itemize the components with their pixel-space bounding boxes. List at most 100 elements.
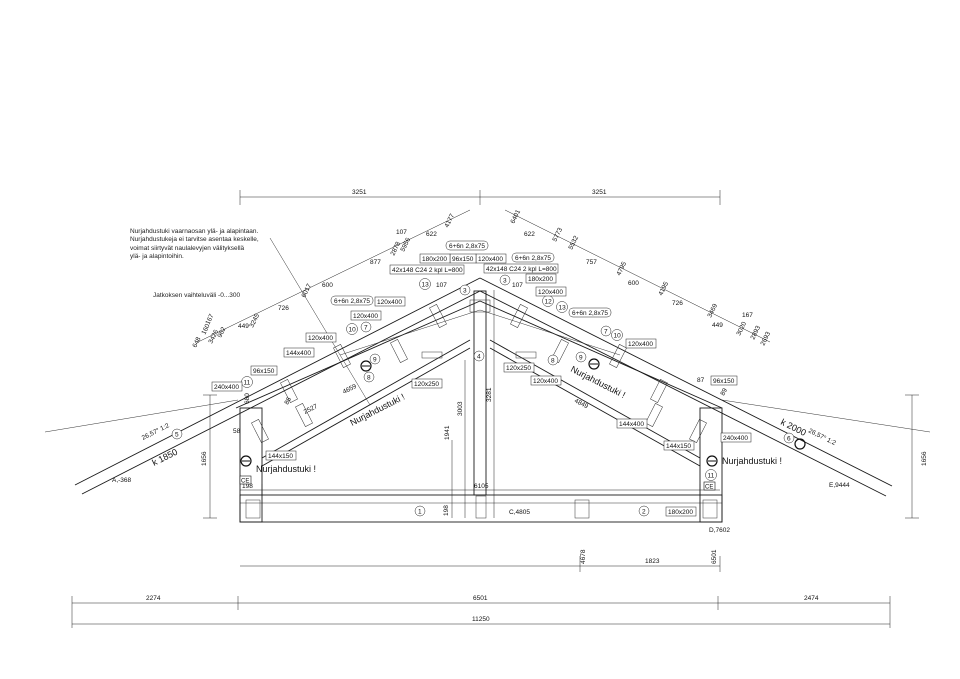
svg-text:9: 9 <box>579 355 583 362</box>
svg-text:1: 1 <box>418 509 422 516</box>
svg-text:180x200: 180x200 <box>668 509 693 516</box>
svg-text:10: 10 <box>349 327 357 334</box>
svg-text:167: 167 <box>205 313 216 326</box>
svg-text:120x400: 120x400 <box>353 313 378 320</box>
member-7a: 7 <box>360 321 372 333</box>
dimension-lines <box>44 190 931 628</box>
member-13a: 13 <box>419 278 431 290</box>
svg-text:6+6n 2,8x75: 6+6n 2,8x75 <box>334 298 370 305</box>
svg-text:680: 680 <box>244 393 251 404</box>
svg-text:449: 449 <box>712 322 723 329</box>
svg-text:4: 4 <box>477 354 481 361</box>
svg-text:58: 58 <box>233 428 241 435</box>
warning-buckling-rot-right: Nurjahdustuki ! <box>569 364 627 400</box>
end-post-right <box>699 407 723 523</box>
svg-text:3281: 3281 <box>486 387 493 402</box>
svg-text:120x400: 120x400 <box>478 256 503 263</box>
svg-text:6+6n 2,8x75: 6+6n 2,8x75 <box>572 310 608 317</box>
dim-right-a: 4678 <box>580 549 587 564</box>
svg-text:5: 5 <box>175 432 179 439</box>
svg-text:600: 600 <box>628 280 639 287</box>
dim-height-left: 1656 <box>201 451 208 466</box>
svg-text:6+6n 2,8x75: 6+6n 2,8x75 <box>449 243 485 250</box>
top-chord-right-lower <box>479 290 887 497</box>
svg-text:3: 3 <box>503 278 507 285</box>
web-left-upper <box>261 339 471 459</box>
dim-inner-span: 6105 <box>474 483 489 490</box>
svg-text:5532: 5532 <box>568 234 581 250</box>
svg-text:7: 7 <box>364 325 368 332</box>
dim-total: 11250 <box>472 616 490 623</box>
plate-labels: 120x400 120x400 120x400 120x400 120x400 … <box>211 240 752 517</box>
dim-height-right: 1656 <box>921 451 928 466</box>
svg-text:180x200: 180x200 <box>422 256 447 263</box>
member-1: 1 <box>414 505 426 517</box>
spacing-left: k 1850 <box>150 447 179 468</box>
dim-right-b: 6501 <box>711 549 718 564</box>
end-post-left <box>239 407 263 523</box>
dim-overhang-left: 2274 <box>146 595 161 602</box>
svg-text:6017: 6017 <box>301 282 314 298</box>
svg-text:42x148 C24 2 kpl L=800: 42x148 C24 2 kpl L=800 <box>392 267 463 274</box>
svg-text:4195: 4195 <box>658 280 671 296</box>
svg-text:13: 13 <box>559 305 567 312</box>
svg-text:144x150: 144x150 <box>268 453 293 460</box>
svg-text:107: 107 <box>396 229 407 236</box>
member-numbers: 1 2 3 3 4 5 6 7 7 8 8 9 9 10 10 11 11 12… <box>171 274 795 517</box>
svg-text:2893: 2893 <box>750 324 763 340</box>
svg-text:120x400: 120x400 <box>308 335 333 342</box>
warning-buckling-rot-left: Nurjahdustuki ! <box>348 392 406 428</box>
warning-buckling-right: Nurjahdustuki ! <box>722 456 782 466</box>
slope-right: 26,57° 1:2 <box>807 427 837 448</box>
svg-text:6: 6 <box>787 436 791 443</box>
svg-text:6+6n 2,8x75: 6+6n 2,8x75 <box>515 255 551 262</box>
king-post <box>473 290 487 496</box>
point-c: C,4805 <box>509 509 530 516</box>
svg-text:757: 757 <box>586 259 597 266</box>
member-6: 6 <box>783 432 795 444</box>
member-10b: 10 <box>611 329 623 341</box>
svg-text:86: 86 <box>284 396 294 406</box>
svg-text:144x150: 144x150 <box>666 443 691 450</box>
web-right-upper <box>489 339 701 459</box>
svg-text:726: 726 <box>672 300 683 307</box>
svg-text:877: 877 <box>370 259 381 266</box>
warning-buckling-left: Nurjahdustuki ! <box>256 464 316 474</box>
point-d: D,7602 <box>709 527 730 534</box>
svg-text:6401: 6401 <box>510 208 523 224</box>
svg-text:180x200: 180x200 <box>528 276 553 283</box>
internal-dims: 2527 4659 4849 3003 3281 1941 680 58 87 … <box>233 282 729 440</box>
point-e: E,9444 <box>829 482 850 489</box>
svg-text:622: 622 <box>426 231 437 238</box>
svg-text:12: 12 <box>545 299 553 306</box>
svg-text:2527: 2527 <box>303 403 319 416</box>
svg-text:4177: 4177 <box>444 212 457 228</box>
svg-text:CE: CE <box>241 479 249 485</box>
dim-support-left: 198 <box>242 483 253 490</box>
dim-half-span-right: 3251 <box>592 189 607 196</box>
member-11a: 11 <box>241 376 253 388</box>
member-5: 5 <box>171 428 183 440</box>
top-chord-right-inner <box>479 300 723 409</box>
dim-bottom-depth: 198 <box>443 505 450 516</box>
member-11b: 11 <box>705 469 717 481</box>
svg-text:2: 2 <box>642 509 646 516</box>
svg-text:144x400: 144x400 <box>286 350 311 357</box>
ce-mark-icon: CE CE <box>239 475 716 491</box>
svg-text:96x150: 96x150 <box>713 378 735 385</box>
member-9a: 9 <box>369 353 381 365</box>
svg-text:648: 648 <box>192 336 203 349</box>
svg-text:8: 8 <box>551 358 555 365</box>
svg-text:4659: 4659 <box>342 383 358 396</box>
svg-text:120x400: 120x400 <box>533 378 558 385</box>
dim-overhang-right: 2474 <box>804 595 819 602</box>
web-left-lower <box>261 347 471 467</box>
svg-text:9: 9 <box>373 357 377 364</box>
joint-tolerance-note: Jatkoksen vaihteluväli -0...300 <box>153 292 241 299</box>
inner-right-line <box>479 309 621 356</box>
svg-text:449: 449 <box>238 323 249 330</box>
top-chord-left-lower <box>81 290 481 495</box>
svg-text:240x400: 240x400 <box>723 435 748 442</box>
truss-geometry <box>74 277 893 523</box>
member-12: 12 <box>542 295 554 307</box>
